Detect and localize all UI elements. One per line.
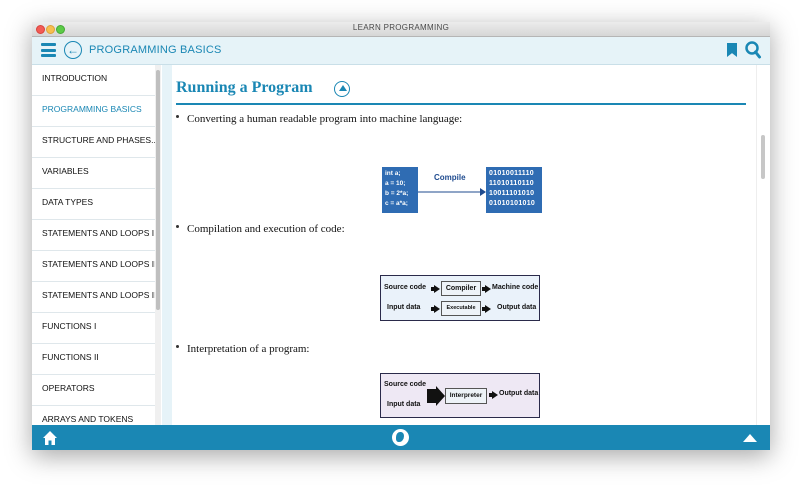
source-code-label: Source code <box>384 284 427 291</box>
arrow-icon <box>489 391 498 399</box>
arrow-icon <box>431 285 440 293</box>
sidebar-item-structure-and-phases[interactable]: STRUCTURE AND PHASES... <box>32 127 156 158</box>
compile-diagram: int a; a = 10; b = 2*a; c = a*a; Compile… <box>382 167 542 215</box>
app-window: LEARN PROGRAMMING ← PROGRAMMING BASICS I… <box>32 22 770 450</box>
sidebar-item-statements-and-loops-3[interactable]: STATEMENTS AND LOOPS III <box>32 282 156 313</box>
collapse-up-icon[interactable] <box>334 81 350 97</box>
bullet-item: Interpretation of a program: <box>176 343 309 355</box>
search-icon[interactable] <box>744 40 762 60</box>
binary-line: 11010110110 <box>489 180 534 187</box>
binary-line: 10011101010 <box>489 190 535 197</box>
merge-arrow-icon <box>427 386 445 406</box>
app-header: ← PROGRAMMING BASICS <box>32 37 770 65</box>
bullet-text: Interpretation of a program: <box>187 343 310 355</box>
interpretation-diagram: Source code Input data Interpreter Outpu… <box>380 373 540 418</box>
bullet-dot-icon <box>176 114 179 118</box>
executable-box: Executable <box>441 301 481 316</box>
compiler-box: Compiler <box>441 281 481 296</box>
arrow-icon <box>482 305 491 313</box>
bottom-toolbar <box>32 425 770 450</box>
compile-label: Compile <box>434 173 466 182</box>
heading-rule <box>176 103 746 105</box>
bullet-item: Compilation and execution of code: <box>176 223 345 235</box>
sidebar-item-introduction[interactable]: INTRODUCTION <box>32 65 156 96</box>
sidebar-scrollbar-thumb[interactable] <box>156 70 160 310</box>
bullet-dot-icon <box>176 224 179 228</box>
sidebar-item-operators[interactable]: OPERATORS <box>32 375 156 406</box>
machine-code-box: 01010011110 11010110110 10011101010 0101… <box>486 167 542 213</box>
content-scrollbar[interactable] <box>756 65 770 425</box>
binary-line: 01010011110 <box>489 170 534 177</box>
code-line: int a; <box>385 170 401 177</box>
title-bar: LEARN PROGRAMMING <box>32 22 770 37</box>
sidebar-item-arrays-and-tokens[interactable]: ARRAYS AND TOKENS <box>32 406 156 425</box>
input-data-label: Input data <box>387 304 421 311</box>
bullet-text: Converting a human readable program into… <box>187 113 463 125</box>
machine-code-label: Machine code <box>492 284 539 291</box>
source-code-box: int a; a = 10; b = 2*a; c = a*a; <box>382 167 418 213</box>
bookmark-icon[interactable] <box>727 43 737 57</box>
compilation-diagram: Source code Compiler Machine code Input … <box>380 275 540 321</box>
sidebar-item-functions-2[interactable]: FUNCTIONS II <box>32 344 156 375</box>
lesson-content: Running a Program Converting a human rea… <box>172 65 756 425</box>
code-line: b = 2*a; <box>385 190 409 197</box>
output-data-label: Output data <box>497 304 537 311</box>
arrow-icon <box>482 285 491 293</box>
home-icon[interactable] <box>43 431 57 445</box>
page-title: PROGRAMMING BASICS <box>89 44 222 56</box>
code-line: a = 10; <box>385 180 406 187</box>
sidebar-item-statements-and-loops-1[interactable]: STATEMENTS AND LOOPS I <box>32 220 156 251</box>
sidebar-item-data-types[interactable]: DATA TYPES <box>32 189 156 220</box>
sidebar-item-functions-1[interactable]: FUNCTIONS I <box>32 313 156 344</box>
bullet-text: Compilation and execution of code: <box>187 223 345 235</box>
window-title: LEARN PROGRAMMING <box>352 23 450 32</box>
topics-sidebar: INTRODUCTION PROGRAMMING BASICS STRUCTUR… <box>32 65 156 425</box>
back-arrow-icon[interactable]: ← <box>64 41 82 59</box>
interpreter-box: Interpreter <box>445 388 487 404</box>
binary-line: 01010101010 <box>489 200 536 207</box>
hamburger-icon[interactable] <box>41 43 56 57</box>
sidebar-item-statements-and-loops-2[interactable]: STATEMENTS AND LOOPS II <box>32 251 156 282</box>
sidebar-item-variables[interactable]: VARIABLES <box>32 158 156 189</box>
bullet-dot-icon <box>176 344 179 348</box>
sidebar-divider <box>162 65 172 425</box>
output-data-label: Output data <box>499 390 539 397</box>
content-scrollbar-thumb[interactable] <box>761 135 765 179</box>
bullet-item: Converting a human readable program into… <box>176 113 462 125</box>
arrow-icon <box>431 305 440 313</box>
scroll-top-icon[interactable] <box>743 434 757 442</box>
maximize-window-button[interactable] <box>56 25 65 34</box>
code-line: c = a*a; <box>385 200 408 207</box>
source-code-label: Source code <box>384 381 427 388</box>
close-window-button[interactable] <box>36 25 45 34</box>
sidebar-item-programming-basics[interactable]: PROGRAMMING BASICS <box>32 96 156 127</box>
globe-icon[interactable] <box>392 429 409 446</box>
minimize-window-button[interactable] <box>46 25 55 34</box>
input-data-label: Input data <box>387 401 421 408</box>
lesson-heading: Running a Program <box>176 79 313 96</box>
compile-arrow-icon <box>418 188 486 196</box>
